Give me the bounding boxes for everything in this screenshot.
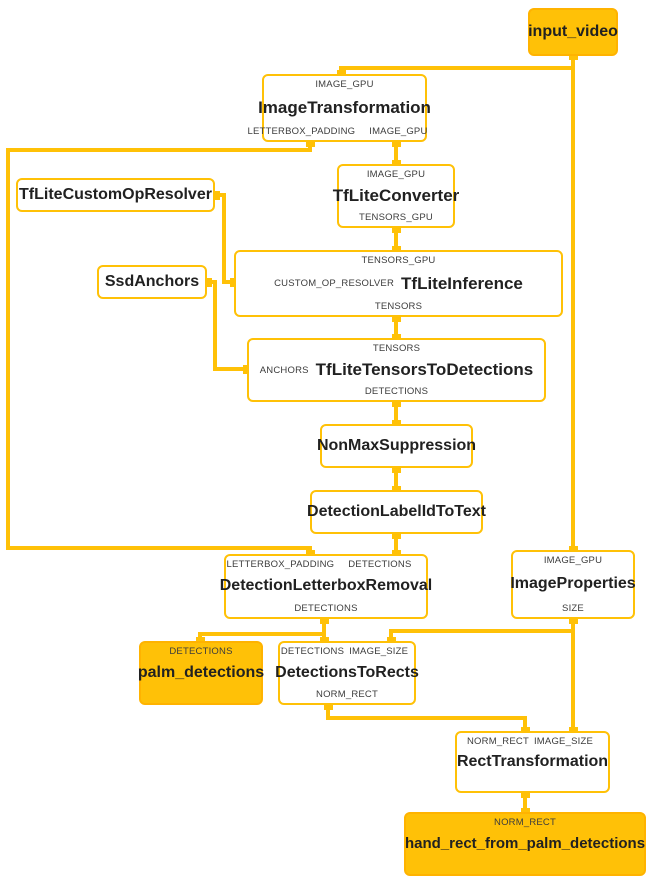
node-title-input-video: input_video <box>528 22 618 40</box>
ports-top-detections-to-rects: DETECTIONS IMAGE_SIZE <box>280 646 414 657</box>
ports-top-tensors-to-detections: TENSORS <box>249 343 544 354</box>
node-title-tflite-custom-op-resolver: TfLiteCustomOpResolver <box>19 185 212 203</box>
port-label-rt-norm-rect-in: NORM_RECT <box>467 736 529 747</box>
node-input-video[interactable]: input_video <box>528 8 618 56</box>
port-label-tflite-converter-image-gpu-in: IMAGE_GPU <box>366 169 426 180</box>
port-tensors-to-detections-out <box>391 397 401 407</box>
port-label-hand-rect-norm-rect-in: NORM_RECT <box>494 817 556 828</box>
port-detections-to-rects-out <box>323 700 333 710</box>
node-detection-label-id-to-text[interactable]: DetectionLabelIdToText <box>307 490 486 534</box>
port-label-ttd-detections-out: DETECTIONS <box>364 386 429 397</box>
ports-top-palm-detections: DETECTIONS <box>141 646 261 657</box>
port-label-image-gpu-out: IMAGE_GPU <box>369 126 428 137</box>
ports-top-tflite-inference: TENSORS_GPU <box>236 255 561 266</box>
port-label-dtr-image-size-in: IMAGE_SIZE <box>349 646 409 657</box>
port-letterbox-removal-out <box>319 614 329 624</box>
port-image-transformation-img-out <box>391 137 401 147</box>
port-label-id-to-text-out <box>391 529 401 539</box>
ports-bottom-image-properties: SIZE <box>513 603 633 614</box>
port-label-dtr-detections-in: DETECTIONS <box>280 646 345 657</box>
node-title-hand-rect: hand_rect_from_palm_detections <box>404 835 646 853</box>
node-ssd-anchors[interactable]: SsdAnchors <box>97 265 207 299</box>
ports-top-image-transformation: IMAGE_GPU <box>264 79 425 90</box>
ports-bottom-letterbox-removal: DETECTIONS <box>226 603 426 614</box>
ports-top-letterbox-removal: LETTERBOX_PADDING DETECTIONS <box>226 559 426 570</box>
node-title-tflite-tensors-to-detections: TfLiteTensorsToDetections <box>315 360 534 380</box>
port-label-rt-image-size-in: IMAGE_SIZE <box>533 736 593 747</box>
node-title-detection-label-id-to-text: DetectionLabelIdToText <box>307 502 486 520</box>
node-tflite-converter[interactable]: IMAGE_GPU TfLiteConverter TENSORS_GPU <box>333 164 459 228</box>
node-detections-to-rects[interactable]: DETECTIONS IMAGE_SIZE DetectionsToRects … <box>275 641 419 705</box>
ports-top-hand-rect: NORM_RECT <box>406 817 644 828</box>
port-label-inference-tensors-out: TENSORS <box>374 301 423 312</box>
port-label-tensors-gpu-out: TENSORS_GPU <box>359 212 433 223</box>
port-label-inference-tensors-gpu-in: TENSORS_GPU <box>361 255 436 266</box>
node-hand-rect-from-palm-detections[interactable]: NORM_RECT hand_rect_from_palm_detections <box>404 812 646 876</box>
node-title-detection-letterbox-removal: DetectionLetterboxRemoval <box>219 577 433 595</box>
port-label-anchors-in: ANCHORS <box>259 364 309 376</box>
port-tflite-converter-out <box>391 223 401 233</box>
ports-bottom-tflite-converter: TENSORS_GPU <box>339 212 453 223</box>
ports-top-tflite-converter: IMAGE_GPU <box>339 169 453 180</box>
edge-size-to-detections-to-rects <box>389 629 573 641</box>
port-label-custom-op-resolver-in: CUSTOM_OP_RESOLVER <box>274 278 395 289</box>
port-inference-tensors-out <box>391 312 401 322</box>
node-image-transformation[interactable]: IMAGE_GPU ImageTransformation LETTERBOX_… <box>247 74 431 142</box>
node-tflite-tensors-to-detections[interactable]: TENSORS ANCHORS TfLiteTensorsToDetection… <box>247 338 546 402</box>
edge-detections-to-rects-to-rect-transformation <box>326 705 527 731</box>
node-title-palm-detections: palm_detections <box>137 663 265 681</box>
node-title-image-transformation: ImageTransformation <box>258 98 431 118</box>
port-custom-op-resolver-out <box>210 190 220 200</box>
ports-bottom-tensors-to-detections: DETECTIONS <box>249 386 544 397</box>
node-non-max-suppression[interactable]: NonMaxSuppression <box>316 424 477 468</box>
port-label-ip-image-gpu-in: IMAGE_GPU <box>543 555 603 566</box>
port-label-ttd-tensors-in: TENSORS <box>372 343 421 354</box>
port-rect-transformation-out <box>520 788 530 798</box>
port-label-palm-detections-in: DETECTIONS <box>169 646 233 657</box>
port-label-image-gpu-in: IMAGE_GPU <box>315 79 374 90</box>
port-label-dtr-norm-rect-out: NORM_RECT <box>316 689 378 700</box>
node-title-rect-transformation: RectTransformation <box>456 752 609 770</box>
ports-bottom-image-transformation: LETTERBOX_PADDING IMAGE_GPU <box>247 126 428 137</box>
ports-bottom-tflite-inference: TENSORS <box>236 301 561 312</box>
port-label-ip-size-out: SIZE <box>562 603 584 614</box>
edge-custom-op-resolver-to-inference <box>215 193 234 284</box>
node-title-tflite-inference: TfLiteInference <box>401 273 523 293</box>
node-tflite-inference[interactable]: TENSORS_GPU CUSTOM_OP_RESOLVER TfLiteInf… <box>234 250 563 317</box>
node-title-non-max-suppression: NonMaxSuppression <box>316 436 477 454</box>
port-label-dlr-detections-out: DETECTIONS <box>294 603 358 614</box>
node-title-ssd-anchors: SsdAnchors <box>104 272 200 290</box>
port-label-dlr-detections-in: DETECTIONS <box>348 559 412 570</box>
node-palm-detections[interactable]: DETECTIONS palm_detections <box>137 641 265 705</box>
port-ssd-anchors-out <box>202 277 212 287</box>
port-image-properties-out <box>568 614 578 624</box>
node-title-detections-to-rects: DetectionsToRects <box>275 663 419 681</box>
port-nms-out <box>391 463 401 473</box>
port-image-transformation-lbp-out <box>305 137 315 147</box>
port-label-letterbox-padding-out: LETTERBOX_PADDING <box>247 126 356 137</box>
node-title-image-properties: ImageProperties <box>510 575 636 593</box>
node-tflite-custom-op-resolver[interactable]: TfLiteCustomOpResolver <box>16 178 215 212</box>
node-detection-letterbox-removal[interactable]: LETTERBOX_PADDING DETECTIONS DetectionLe… <box>220 554 432 619</box>
node-title-tflite-converter: TfLiteConverter <box>332 186 460 206</box>
ports-bottom-detections-to-rects: NORM_RECT <box>280 689 414 700</box>
ports-top-rect-transformation: NORM_RECT IMAGE_SIZE <box>457 736 608 747</box>
ports-top-image-properties: IMAGE_GPU <box>513 555 633 566</box>
edge-letterbox-removal-to-palm-detections <box>198 632 324 641</box>
node-rect-transformation[interactable]: NORM_RECT IMAGE_SIZE RectTransformation <box>455 731 610 793</box>
node-image-properties[interactable]: IMAGE_GPU ImageProperties SIZE <box>510 550 636 619</box>
port-label-dlr-letterbox-padding-in: LETTERBOX_PADDING <box>226 559 335 570</box>
